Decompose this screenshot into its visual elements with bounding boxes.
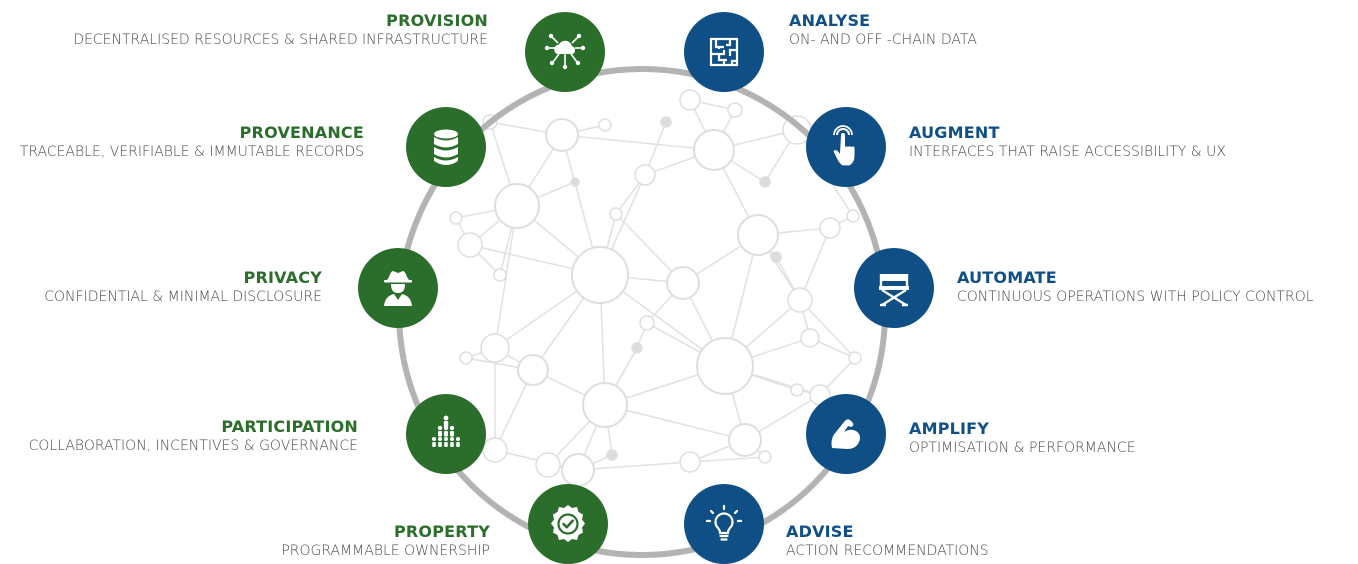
cloud-network-icon	[544, 33, 586, 70]
network-node	[482, 437, 508, 463]
network-node	[790, 383, 804, 397]
provenance-label: PROVENANCE TRACEABLE, VERIFIABLE & IMMUT…	[20, 123, 364, 161]
touch-hand-icon	[833, 125, 855, 166]
advise-description: ACTION RECOMMENDATIONS	[786, 543, 989, 560]
privacy-title: PRIVACY	[243, 268, 322, 287]
network-node	[582, 382, 628, 428]
maze-icon	[709, 37, 739, 67]
network-node	[679, 89, 701, 111]
automate-label: AUTOMATE CONTINUOUS OPERATIONS WITH POLI…	[957, 268, 1314, 306]
automate-title: AUTOMATE	[957, 268, 1057, 287]
augment-description: INTERFACES THAT RAISE ACCESSIBILITY & UX	[909, 144, 1227, 161]
network-node	[737, 214, 779, 256]
amplify-description: OPTIMISATION & PERFORMANCE	[909, 440, 1136, 457]
database-icon	[434, 129, 458, 165]
network-node	[631, 342, 643, 354]
network-link	[577, 461, 691, 471]
network-link	[689, 456, 766, 463]
network-node	[493, 268, 507, 282]
network-mesh	[455, 99, 856, 471]
network-node	[727, 102, 743, 118]
network-node	[693, 129, 735, 171]
network-node	[634, 164, 656, 186]
participation-description: COLLABORATION, INCENTIVES & GOVERNANCE	[28, 438, 358, 455]
network-node	[639, 315, 655, 331]
amplify-node	[806, 394, 886, 474]
network-node	[696, 337, 754, 395]
network-node	[666, 266, 700, 300]
privacy-node	[358, 248, 438, 328]
network-node	[449, 211, 463, 225]
automate-description: CONTINUOUS OPERATIONS WITH POLICY CONTRO…	[957, 289, 1314, 306]
provision-node	[525, 12, 605, 92]
network-node	[759, 176, 771, 188]
network-node	[758, 450, 772, 464]
analyse-description: ON- AND OFF -CHAIN DATA	[789, 32, 977, 49]
network-node	[606, 449, 618, 461]
provision-title: PROVISION	[386, 11, 488, 30]
property-description: PROGRAMMABLE OWNERSHIP	[281, 543, 490, 560]
augment-node	[806, 107, 886, 187]
network-node	[570, 177, 580, 187]
privacy-description: CONFIDENTIAL & MINIMAL DISCLOSURE	[44, 289, 322, 306]
analyse-title: ANALYSE	[789, 11, 871, 30]
provision-label: PROVISION DECENTRALISED RESOURCES & SHAR…	[73, 11, 488, 49]
advise-title: ADVISE	[786, 522, 854, 541]
network-node	[660, 116, 672, 128]
network-node	[787, 287, 813, 313]
network-node	[770, 251, 782, 263]
analyse-node	[684, 12, 764, 92]
automate-node	[854, 248, 934, 328]
network-node	[457, 232, 483, 258]
network-node	[728, 423, 762, 457]
augment-label: AUGMENT INTERFACES THAT RAISE ACCESSIBIL…	[909, 123, 1226, 161]
network-node	[846, 209, 860, 223]
network-link	[561, 134, 715, 151]
privacy-label: PRIVACY CONFIDENTIAL & MINIMAL DISCLOSUR…	[44, 268, 322, 306]
provenance-description: TRACEABLE, VERIFIABLE & IMMUTABLE RECORD…	[19, 144, 364, 161]
network-node	[598, 118, 612, 132]
certificate-badge-icon	[551, 505, 585, 542]
network-node	[819, 217, 841, 239]
network-node	[609, 207, 623, 221]
network-node	[494, 183, 540, 229]
people-group-icon	[432, 415, 460, 447]
network-node	[517, 354, 549, 386]
network-node	[679, 451, 701, 473]
network-node	[800, 328, 820, 348]
network-node	[561, 453, 595, 487]
provenance-node	[406, 107, 486, 187]
flexed-arm-icon	[831, 419, 860, 449]
network-node	[545, 118, 579, 152]
network-node	[535, 452, 561, 478]
analyse-label: ANALYSE ON- AND OFF -CHAIN DATA	[789, 11, 977, 49]
participation-title: PARTICIPATION	[221, 417, 358, 436]
network-node	[571, 246, 629, 304]
amplify-title: AMPLIFY	[909, 419, 990, 438]
network-node	[480, 333, 510, 363]
spy-agent-icon	[384, 271, 412, 306]
provision-description: DECENTRALISED RESOURCES & SHARED INFRAST…	[73, 32, 488, 49]
provenance-title: PROVENANCE	[239, 123, 364, 142]
network-node	[459, 351, 473, 365]
property-label: PROPERTY PROGRAMMABLE OWNERSHIP	[281, 522, 490, 560]
participation-node	[406, 394, 486, 474]
advise-node	[684, 484, 764, 564]
network-link	[799, 299, 856, 359]
director-chair-icon	[879, 274, 909, 307]
network-node	[848, 351, 862, 365]
advise-label: ADVISE ACTION RECOMMENDATIONS	[786, 522, 989, 560]
participation-label: PARTICIPATION COLLABORATION, INCENTIVES …	[29, 417, 358, 455]
amplify-label: AMPLIFY OPTIMISATION & PERFORMANCE	[909, 419, 1136, 457]
network-link	[799, 227, 831, 301]
augment-title: AUGMENT	[909, 123, 1000, 142]
property-node	[528, 484, 608, 564]
lightbulb-icon	[705, 504, 743, 541]
network-link	[604, 404, 746, 441]
property-title: PROPERTY	[393, 522, 490, 541]
